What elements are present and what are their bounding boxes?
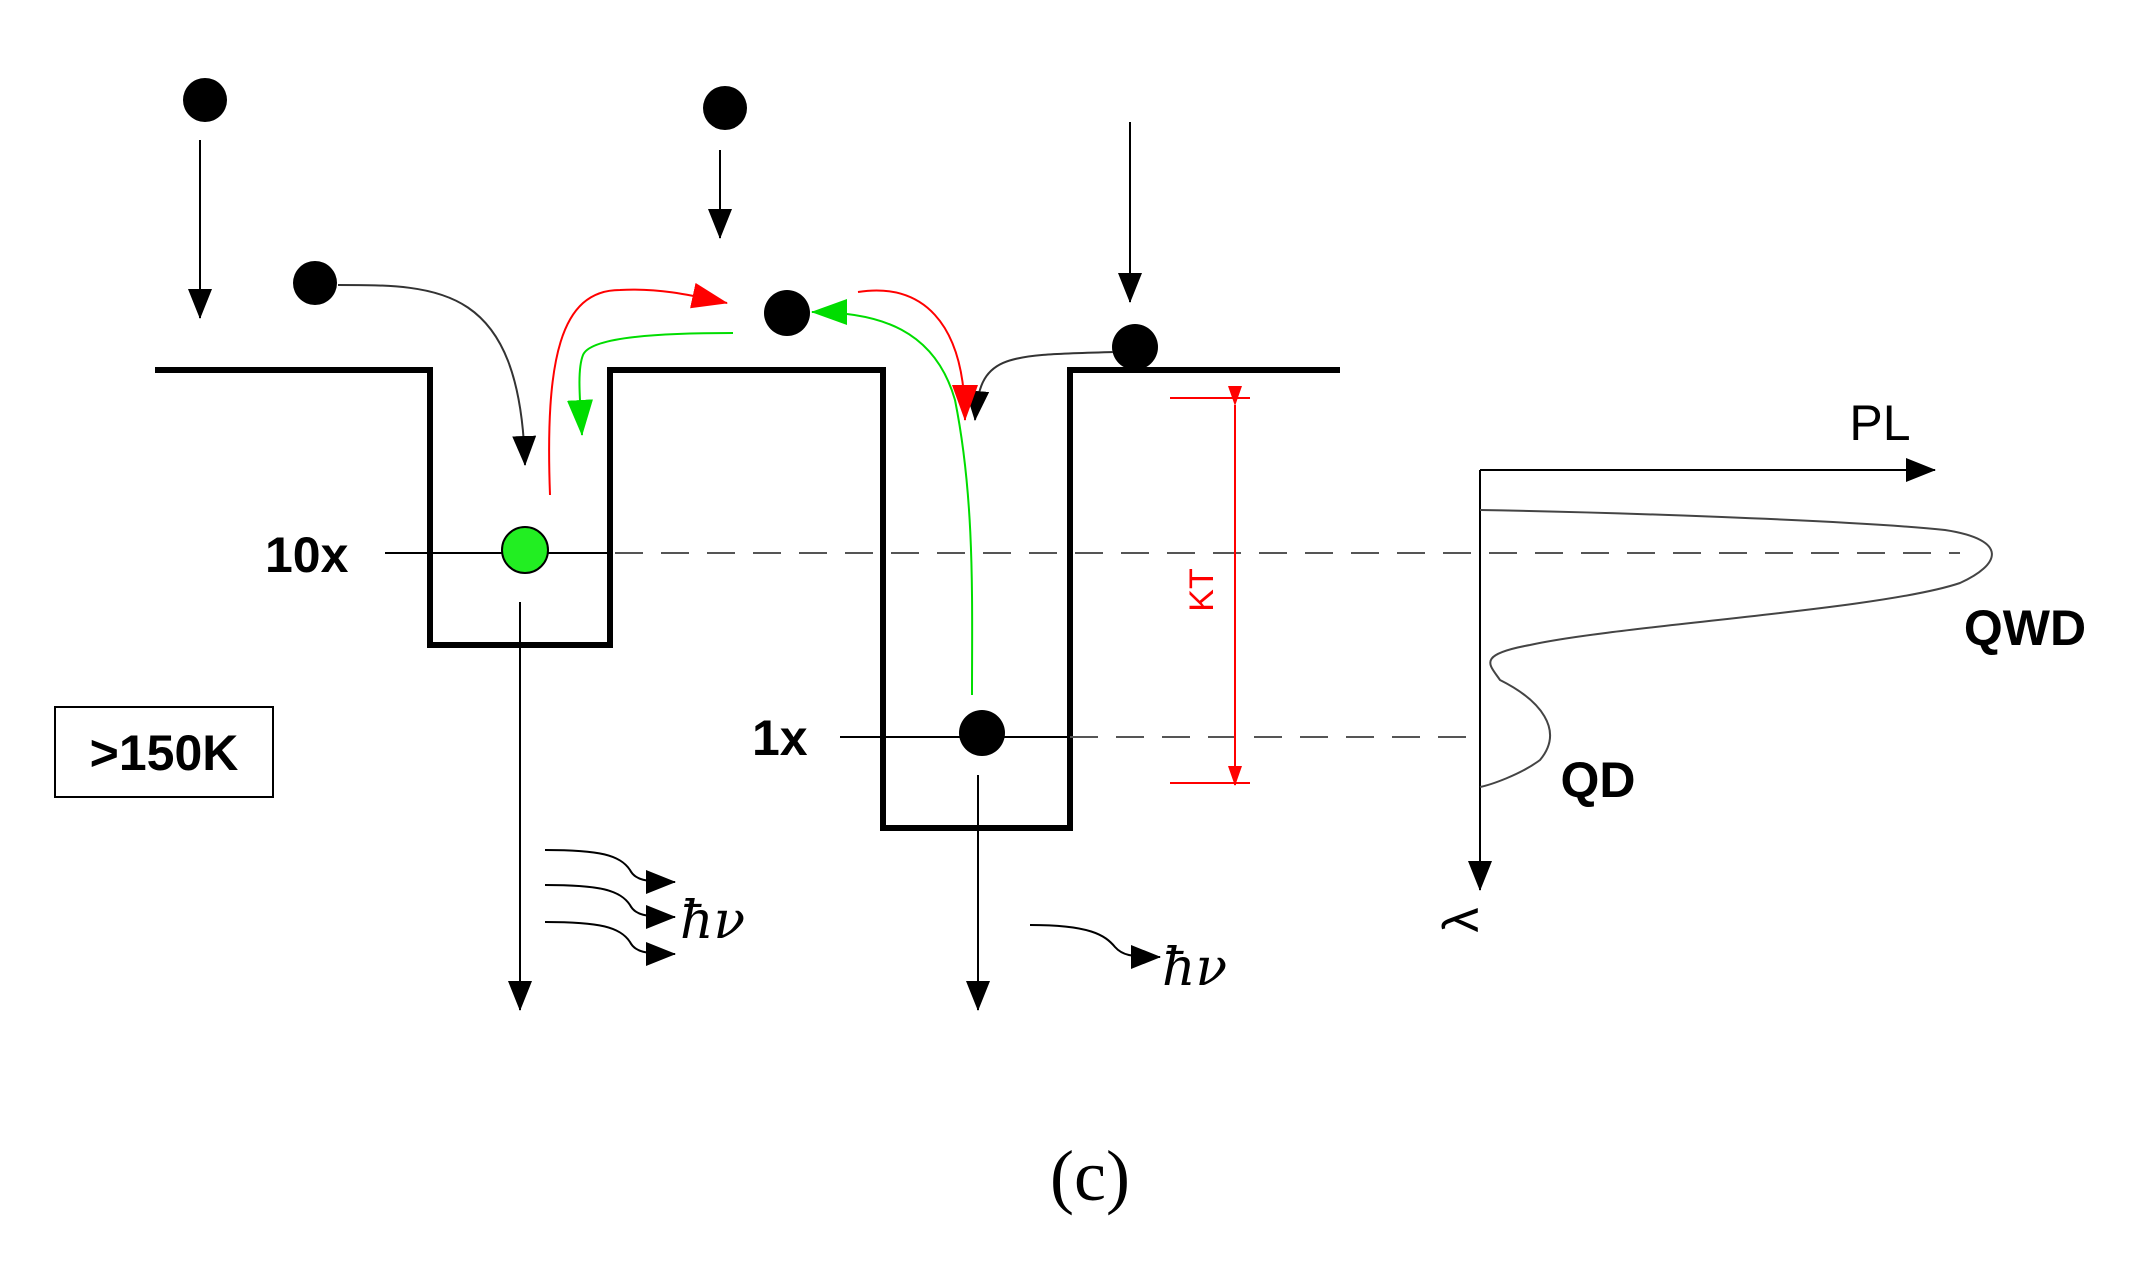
capture-arrow-qwd (337, 284, 537, 466)
carrier-dot-qd-level (959, 710, 1005, 756)
level-label-1x: 1x (752, 710, 808, 766)
wavelength-axis-label: λ (1433, 908, 1489, 933)
pl-axis-label: PL (1849, 395, 1910, 451)
qwd-label: QWD (1964, 600, 2086, 656)
carrier-dot (703, 86, 747, 130)
thermal-arrow-green (811, 299, 974, 696)
level-label-10x: 10x (265, 527, 349, 583)
photon-label: ħν (1162, 938, 1227, 998)
capture-arrow-qd (965, 351, 1114, 421)
thermal-arrow-green (567, 332, 734, 436)
panel-label: (c) (1050, 1136, 1130, 1216)
band-profile (155, 367, 1340, 831)
temperature-label: >150K (90, 725, 239, 781)
kt-label: KT (1183, 568, 1221, 611)
temperature-box (54, 706, 274, 798)
carrier-dot (1112, 324, 1158, 370)
carrier-dot-qwd-level (501, 526, 549, 574)
photon-label: ħν (680, 891, 745, 951)
photon-emission-arrow (544, 921, 676, 966)
thermal-escape-arrow-red (548, 282, 728, 496)
thermal-escape-arrow-red (857, 289, 978, 421)
pl-spectrum-curve (1479, 509, 1993, 788)
photon-emission-arrow (1029, 924, 1161, 969)
carrier-dot (293, 261, 337, 305)
carrier-dot (183, 78, 227, 122)
carrier-dot (764, 290, 810, 336)
qd-label: QD (1561, 752, 1636, 808)
photon-emission-arrow (544, 884, 676, 929)
photon-emission-arrow (544, 849, 676, 894)
